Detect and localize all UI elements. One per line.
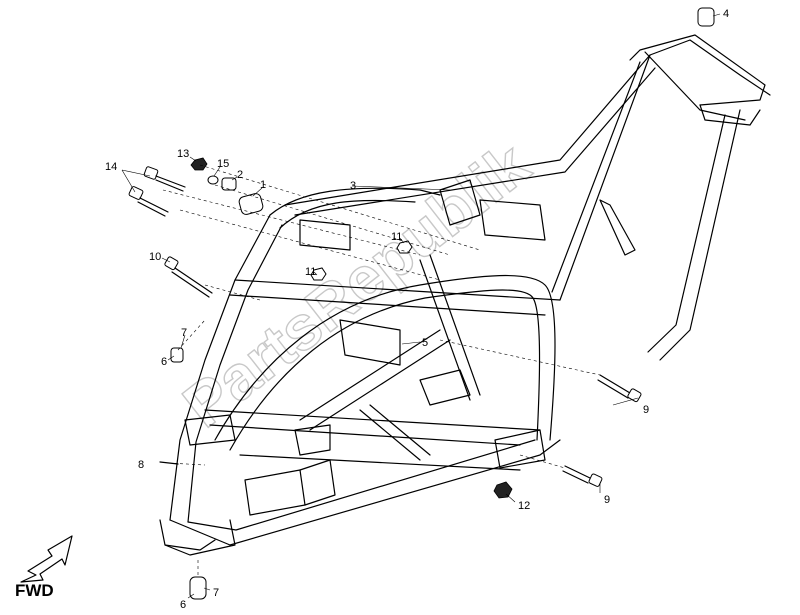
callout-8: 8	[138, 459, 144, 471]
rear-bolt-lower	[562, 465, 603, 487]
long-bolt-upper	[143, 166, 186, 192]
callout-7-upper: 7	[181, 327, 187, 339]
callout-15: 15	[217, 158, 229, 170]
frame-parts	[128, 7, 715, 600]
grommet-upper	[170, 347, 184, 363]
forward-arrow-icon	[20, 535, 73, 583]
callout-4: 4	[723, 8, 729, 20]
callout-2: 2	[237, 169, 243, 181]
callout-3: 3	[350, 180, 356, 192]
callout-9-upper: 9	[643, 404, 649, 416]
engine-bolt	[164, 256, 213, 298]
seat-bushing	[697, 7, 715, 27]
callout-10: 10	[149, 251, 161, 263]
callout-labels: 1 2 3 4 5 6 6 7 7 8 9 9 10 11 11 12 13 1…	[105, 8, 729, 611]
forward-label: FWD	[15, 581, 54, 600]
callout-7-lower: 7	[213, 587, 219, 599]
washer-part	[207, 175, 219, 185]
main-frame	[159, 34, 771, 556]
callout-6-upper: 6	[161, 356, 167, 368]
rear-bolt-upper	[597, 374, 642, 403]
nut-part	[190, 157, 208, 171]
grommet-lower	[189, 576, 207, 600]
forward-direction-indicator: FWD	[15, 535, 73, 600]
callout-6-lower: 6	[180, 599, 186, 611]
callout-14: 14	[105, 161, 117, 173]
callout-12: 12	[518, 500, 530, 512]
callout-13: 13	[177, 148, 189, 160]
callout-11-upper: 11	[391, 231, 402, 243]
cradle-nut	[493, 481, 513, 499]
watermark: PartsRepublik	[171, 130, 542, 441]
long-bolt-lower	[128, 186, 169, 217]
collar-part	[221, 177, 237, 191]
callout-9-lower: 9	[604, 494, 610, 506]
callout-11-middle: 11	[305, 266, 316, 278]
mount-nut-upper	[396, 240, 413, 254]
leader-lines	[121, 13, 721, 599]
mount-nut-middle	[310, 267, 327, 281]
callout-5: 5	[422, 337, 428, 349]
callout-1: 1	[260, 179, 266, 191]
spacer-part	[238, 193, 264, 215]
